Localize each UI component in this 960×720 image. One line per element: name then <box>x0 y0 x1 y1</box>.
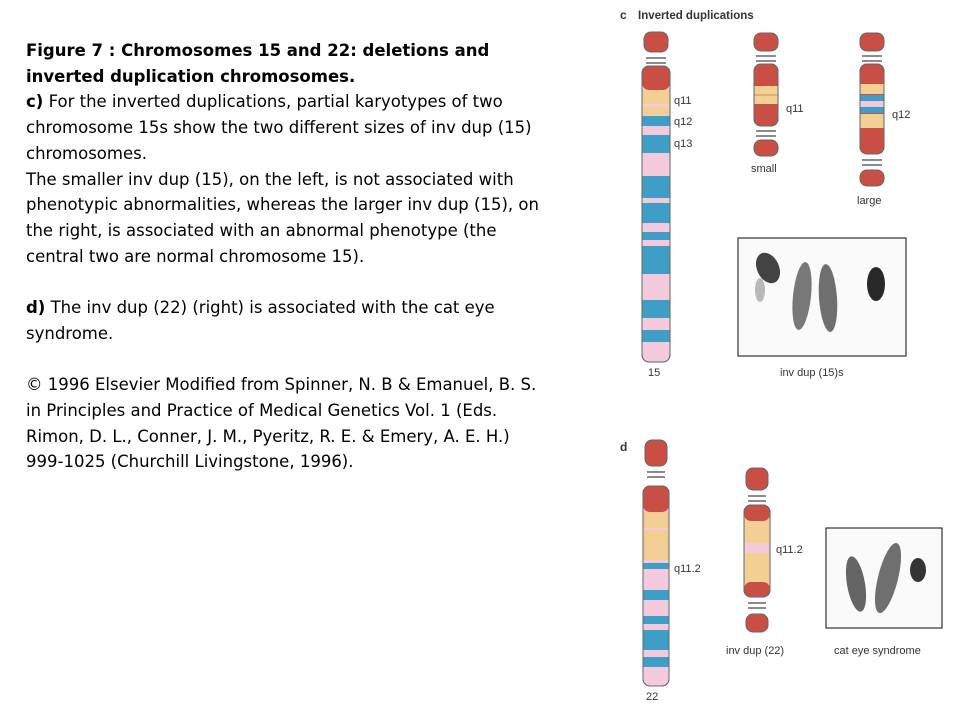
micro-chromosome <box>874 542 902 614</box>
figure-caption: Figure 7 : Chromosomes 15 and 22: deleti… <box>26 38 546 475</box>
chr22-centromere <box>643 486 669 512</box>
chr15-label-q12: q12 <box>674 116 692 128</box>
chr22-short-arm <box>644 439 668 467</box>
micrograph-cat-eye: cat eye syndrome <box>825 527 943 657</box>
chr15-band <box>642 300 670 318</box>
caption-c: c) For the inverted duplications, partia… <box>26 89 546 166</box>
caption-c-detail: The smaller inv dup (15), on the left, i… <box>26 169 539 266</box>
chr15-band <box>642 116 670 126</box>
micro-chromosome <box>755 278 765 302</box>
micro-chromosome <box>845 556 867 612</box>
chromosome-15: q11 q12 q13 15 <box>641 31 692 379</box>
invdup22-band-label: q11.2 <box>776 544 803 556</box>
caption-title: Figure 7 : Chromosomes 15 and 22: deleti… <box>26 38 546 89</box>
chr22-outline <box>642 485 670 687</box>
chr15-label-q13: q13 <box>674 138 692 150</box>
invdup22-centromere <box>744 582 770 597</box>
chromosome-22: q11.2 22 <box>642 439 701 703</box>
micrograph-15-label: inv dup (15)s <box>780 367 844 379</box>
chr22-band <box>643 630 669 650</box>
caption-c-text: For the inverted duplications, partial k… <box>26 92 532 163</box>
inv-dup-15-large: q12 large <box>857 32 910 207</box>
large-top-arm <box>859 32 885 52</box>
micrograph-inv-dup-15: inv dup (15)s <box>737 237 907 379</box>
invdup22-outline <box>743 504 771 598</box>
large-caption: large <box>857 195 881 207</box>
caption-copyright: © 1996 Elsevier Modified from Spinner, N… <box>26 375 537 472</box>
chr22-band <box>643 590 669 600</box>
chr15-short-arm <box>643 31 669 53</box>
chr15-band <box>642 203 670 223</box>
chr15-band <box>642 232 670 240</box>
chr22-band <box>643 657 669 667</box>
caption-d-text: The inv dup (22) (right) is associated w… <box>26 298 495 343</box>
chr15-band <box>642 176 670 198</box>
small-top-arm <box>753 32 779 52</box>
chr15-number: 15 <box>648 367 660 379</box>
invdup22-bottom-arm <box>745 613 769 633</box>
caption-d-label: d) <box>26 298 46 318</box>
chr22-number: 22 <box>646 691 658 703</box>
large-band <box>860 101 884 107</box>
large-band <box>860 84 884 94</box>
invdup22-band <box>744 543 770 553</box>
caption-title-text: Figure 7 : Chromosomes 15 and 22: deleti… <box>26 41 490 86</box>
micro-chromosome <box>818 264 838 332</box>
large-band <box>860 95 884 101</box>
inv-dup-15-small: q11 small <box>751 32 804 175</box>
chr15-label-q11: q11 <box>674 95 692 107</box>
chr15-band <box>642 246 670 274</box>
inv-dup-22: q11.2 inv dup (22) <box>726 467 803 657</box>
chr15-band <box>642 135 670 153</box>
invdup22-top-arm <box>745 467 769 491</box>
chr22-band <box>643 616 669 624</box>
micro-chromosome <box>755 252 781 284</box>
large-outline <box>859 63 885 155</box>
panel-c-title: Inverted duplications <box>638 10 754 22</box>
panel-c-letter: c <box>620 8 627 22</box>
chr22-label-q112: q11.2 <box>674 563 701 575</box>
chr22-band <box>643 512 669 528</box>
caption-d: d) The inv dup (22) (right) is associate… <box>26 295 546 346</box>
chr15-centromere <box>642 66 670 90</box>
chr22-band <box>643 530 669 560</box>
micro-chromosome <box>910 558 926 582</box>
large-band <box>860 107 884 113</box>
small-caption: small <box>751 163 777 175</box>
large-band <box>860 114 884 128</box>
invdup22-caption: inv dup (22) <box>726 645 784 657</box>
large-bottom-arm <box>859 169 885 187</box>
micro-chromosome <box>867 267 885 301</box>
large-band-label: q12 <box>892 109 910 121</box>
panel-d-letter: d <box>620 440 627 454</box>
micrograph-cat-eye-label: cat eye syndrome <box>834 645 921 657</box>
chr15-band <box>642 330 670 342</box>
small-bottom-arm <box>753 139 779 157</box>
chr15-band <box>642 107 670 115</box>
micro-chromosome <box>792 262 812 330</box>
small-band-label: q11 <box>786 103 804 115</box>
chr15-outline <box>641 65 671 363</box>
chr15-band <box>642 90 670 104</box>
caption-c-label: c) <box>26 92 44 112</box>
small-outline <box>753 63 779 127</box>
chr22-band <box>643 563 669 569</box>
invdup22-centromere <box>744 505 770 521</box>
